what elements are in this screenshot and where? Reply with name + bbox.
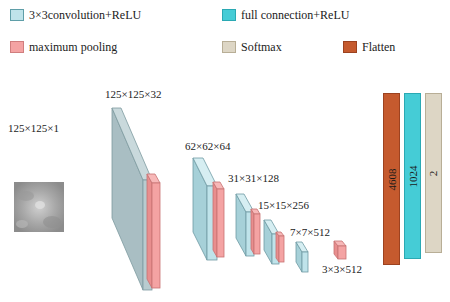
dimension-label: 125×125×32 xyxy=(105,88,161,101)
pool-front-face xyxy=(217,189,224,257)
conv-block xyxy=(112,108,152,290)
layer-size: 1024 xyxy=(406,165,419,187)
pool-front-face xyxy=(152,183,160,288)
legend-text: full connection+ReLU xyxy=(241,8,349,22)
legend-swatch xyxy=(10,41,24,53)
pool-block xyxy=(147,174,160,288)
legend-text: 3×3convolution+ReLU xyxy=(29,8,141,22)
pool-block xyxy=(276,232,284,262)
pool-block xyxy=(251,209,260,254)
pool-side-face xyxy=(276,232,279,262)
pool-front-face xyxy=(279,236,284,262)
legend-swatch xyxy=(10,9,24,21)
image-texture xyxy=(16,220,28,228)
dimension-label: 125×125×1 xyxy=(8,122,59,135)
conv-block xyxy=(236,194,254,256)
pool-top-face xyxy=(334,241,346,246)
input-image-ground xyxy=(14,182,64,232)
conv-top-face xyxy=(296,242,308,252)
legend-swatch xyxy=(222,9,236,21)
conv-block xyxy=(193,158,217,260)
input-image xyxy=(14,182,64,232)
legend-swatch xyxy=(222,41,236,53)
legend-swatch xyxy=(343,41,357,53)
legend-entry: maximum pooling xyxy=(10,40,117,54)
conv-front-face xyxy=(302,252,308,272)
legend-entry: full connection+ReLU xyxy=(222,8,349,22)
image-texture xyxy=(18,191,34,201)
pool-block xyxy=(213,182,224,257)
conv-block xyxy=(296,242,308,272)
flatten-bar: 4608 xyxy=(383,93,400,265)
pool-top-face xyxy=(147,174,160,183)
dimension-label: 7×7×512 xyxy=(290,226,330,239)
dimension-label: 31×31×128 xyxy=(228,172,279,185)
layer-size: 4608 xyxy=(385,168,398,190)
layer-size: 2 xyxy=(427,170,440,176)
pool-top-face xyxy=(276,232,284,236)
conv-top-face xyxy=(112,108,152,180)
pool-front-face xyxy=(254,214,260,254)
image-texture xyxy=(35,201,45,209)
pool-block xyxy=(334,241,346,259)
legend-text: Softmax xyxy=(241,40,282,54)
legend-entry: 3×3convolution+ReLU xyxy=(10,8,141,22)
dimension-label: 62×62×64 xyxy=(185,140,230,153)
pool-top-face xyxy=(213,182,224,189)
dimension-label: 3×3×512 xyxy=(322,263,362,276)
legend-entry: Softmax xyxy=(222,40,282,54)
legend-text: maximum pooling xyxy=(29,40,117,54)
pool-side-face xyxy=(251,209,254,254)
conv-block xyxy=(264,220,279,264)
pool-side-face xyxy=(147,174,152,288)
pool-front-face xyxy=(338,246,346,259)
softmax-bar: 2 xyxy=(425,93,442,253)
legend-text: Flatten xyxy=(362,40,395,54)
dimension-label: 15×15×256 xyxy=(258,199,309,212)
legend-entry: Flatten xyxy=(343,40,395,54)
image-texture xyxy=(43,216,61,228)
full-connection-bar: 1024 xyxy=(404,93,421,259)
pool-side-face xyxy=(213,182,217,257)
